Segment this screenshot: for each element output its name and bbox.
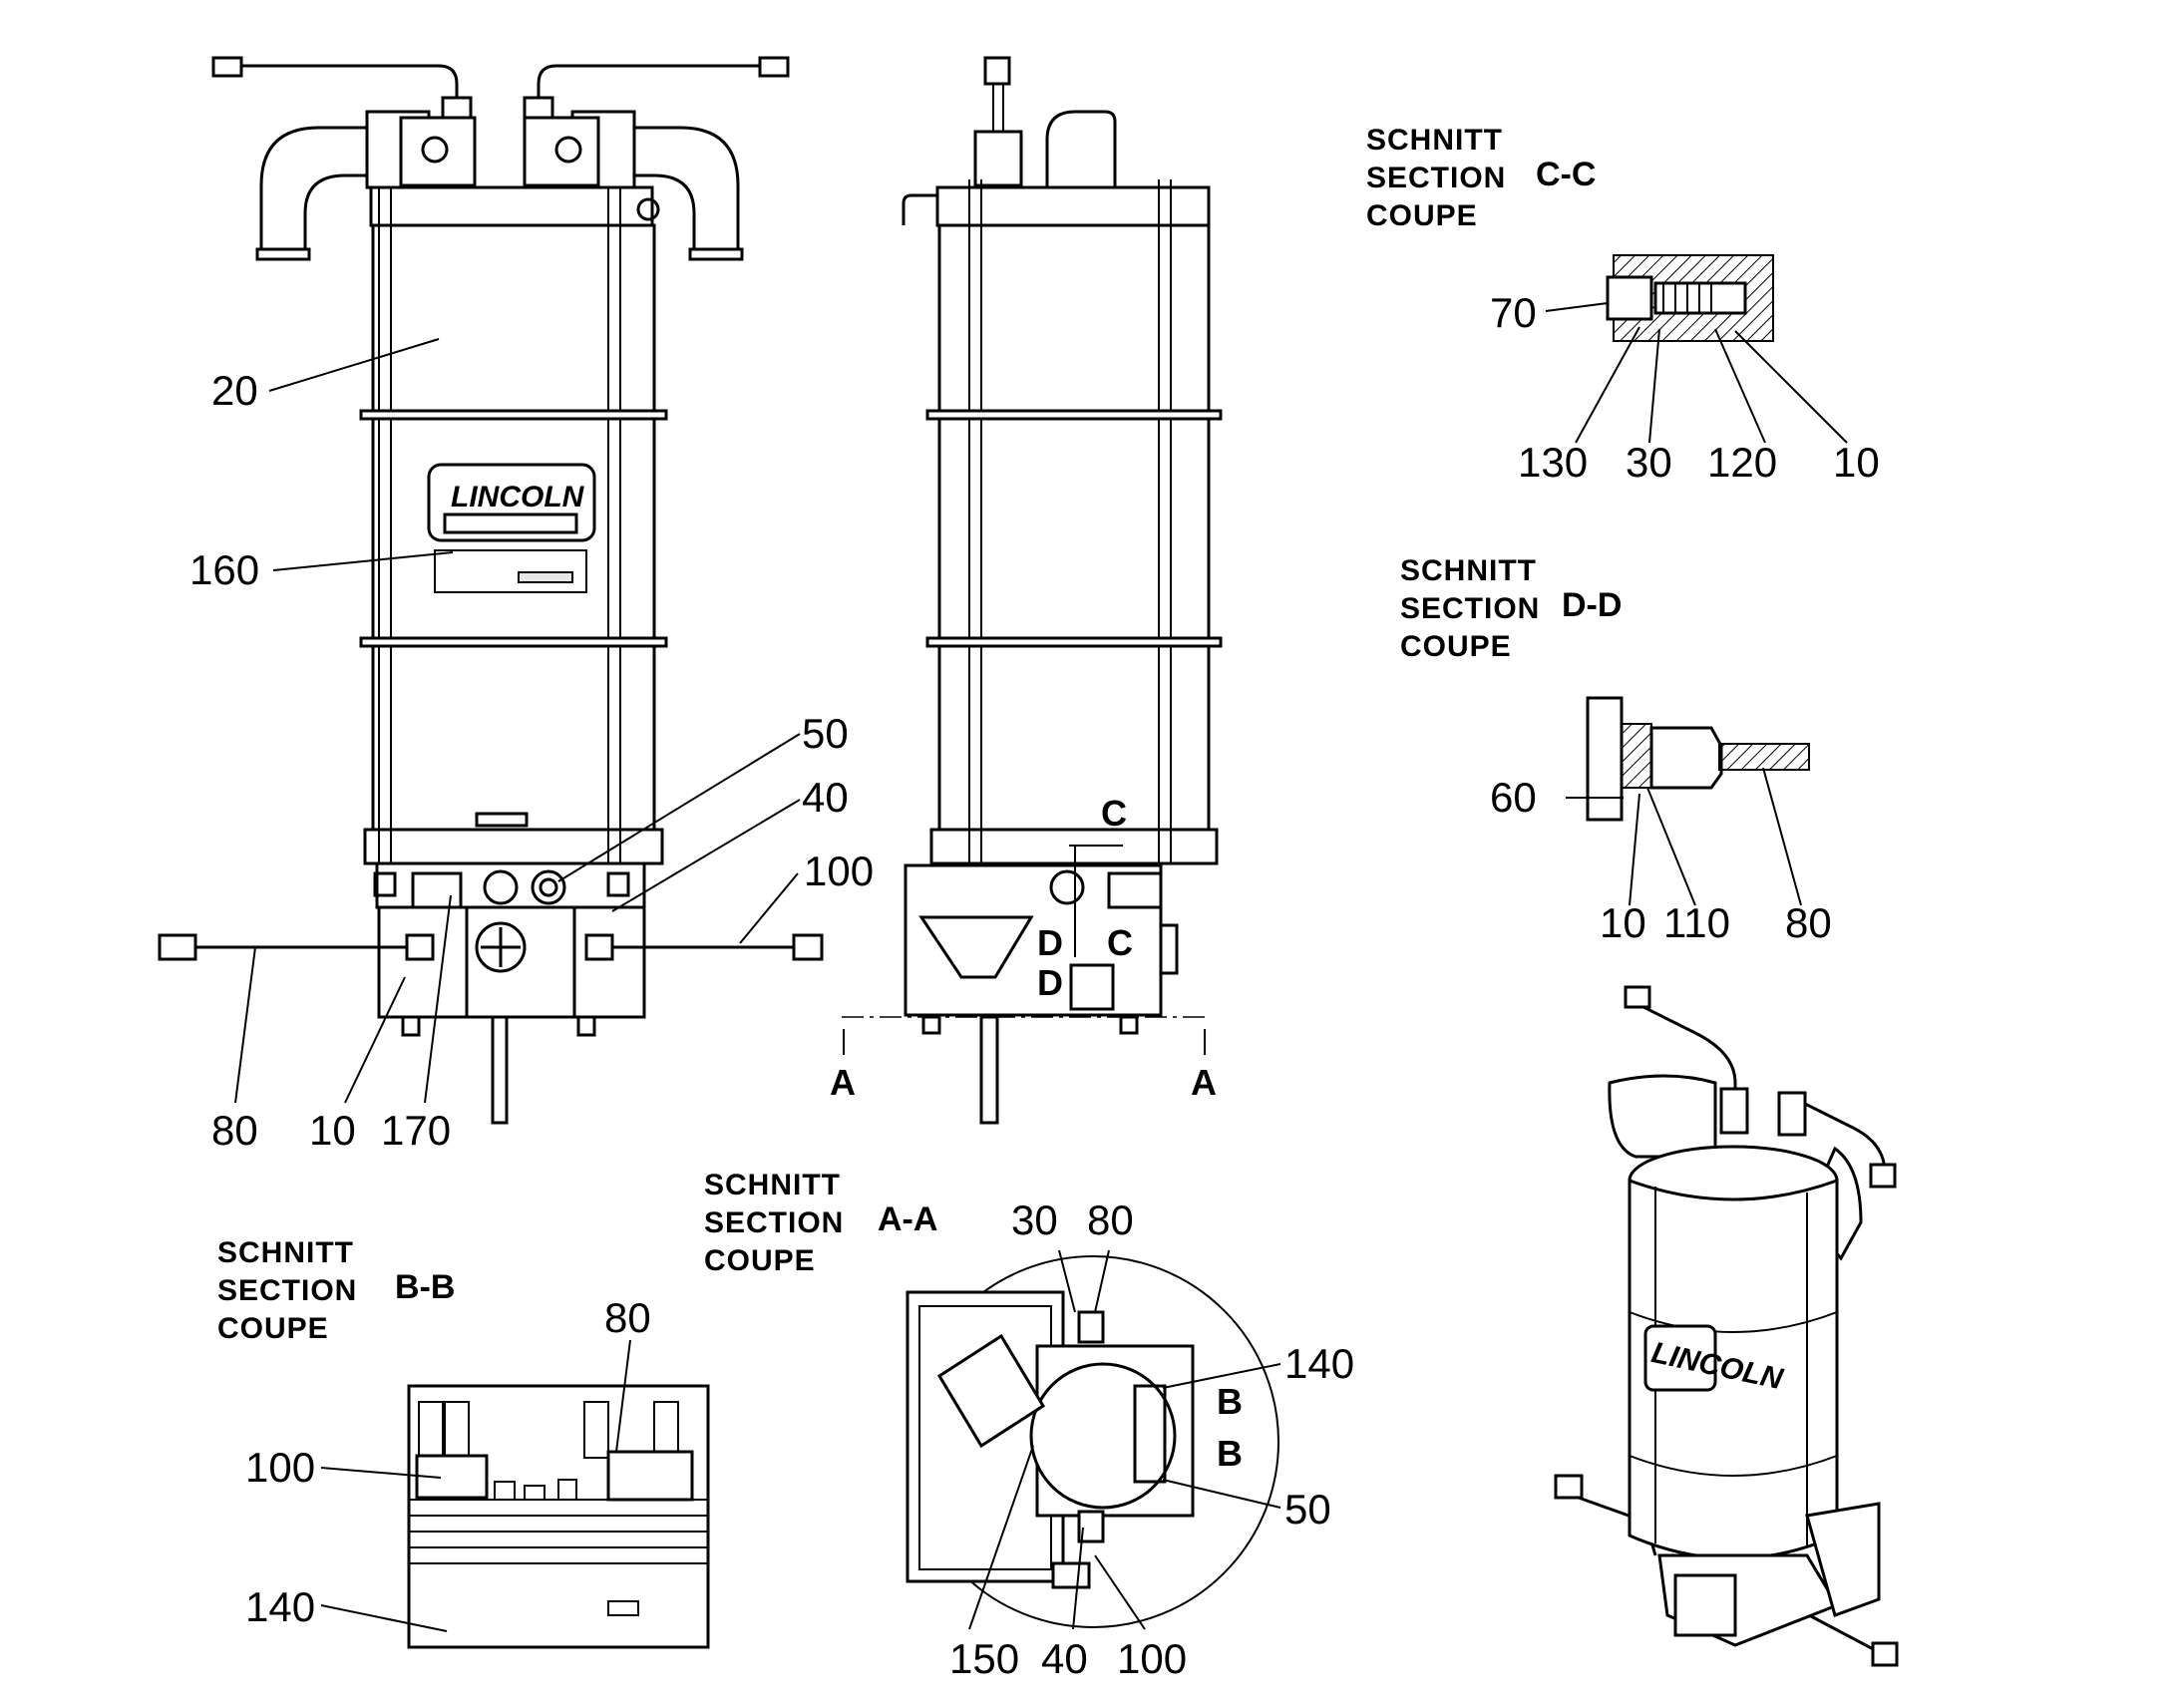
front-view: LINCOLN xyxy=(158,56,874,1154)
cc-callout: 10 xyxy=(1833,439,1880,486)
front-logo-text: LINCOLN xyxy=(451,481,585,513)
cut-label-c: C xyxy=(1107,922,1133,963)
cut-label-a: A xyxy=(830,1062,856,1103)
aa-callout: 50 xyxy=(1284,1486,1331,1533)
aa-callout: 100 xyxy=(1117,1635,1187,1682)
section-cc-title-line: SCHNITT xyxy=(1366,124,1503,157)
dd-callout: 110 xyxy=(1663,899,1730,946)
front-callout: 50 xyxy=(802,710,849,757)
cc-callout: 70 xyxy=(1490,289,1537,336)
section-aa-title-line: COUPE xyxy=(704,1244,816,1277)
isometric-view: LINCOLN xyxy=(1554,985,1899,1667)
aa-callout: 40 xyxy=(1041,1635,1088,1682)
dd-callout: 80 xyxy=(1785,899,1832,946)
section-bb: SCHNITT SECTION COUPE B-B 80 100 140 xyxy=(217,1236,710,1649)
section-dd-id: D-D xyxy=(1562,586,1622,624)
bb-callout: 100 xyxy=(245,1444,315,1491)
side-view: C C D D A A xyxy=(830,56,1223,1125)
aa-callout: 30 xyxy=(1011,1196,1058,1243)
section-aa-title-line: SCHNITT xyxy=(704,1169,841,1201)
section-dd-title-line: SECTION xyxy=(1400,592,1540,625)
section-bb-title-line: SCHNITT xyxy=(217,1236,354,1269)
front-callout: 80 xyxy=(211,1107,258,1154)
front-callout: 40 xyxy=(802,774,849,821)
front-callout: 100 xyxy=(804,848,874,894)
cut-label-d: D xyxy=(1037,922,1063,963)
cut-label-d: D xyxy=(1037,962,1063,1003)
section-bb-title-line: SECTION xyxy=(217,1274,357,1307)
section-bb-title-line: COUPE xyxy=(217,1312,329,1345)
cc-callout: 30 xyxy=(1626,439,1672,486)
front-callout: 20 xyxy=(211,367,258,414)
aa-callout: 140 xyxy=(1284,1340,1354,1387)
dd-callout: 60 xyxy=(1490,774,1537,821)
dd-callout: 10 xyxy=(1600,899,1646,946)
section-aa-id: A-A xyxy=(878,1200,937,1238)
section-aa: SCHNITT SECTION COUPE A-A B B 30 80 140 … xyxy=(704,1169,1354,1682)
section-bb-id: B-B xyxy=(395,1268,455,1306)
cut-label-b: B xyxy=(1217,1433,1243,1474)
cut-label-c: C xyxy=(1101,793,1127,834)
front-callout: 10 xyxy=(309,1107,356,1154)
cc-callout: 130 xyxy=(1518,439,1588,486)
front-callout: 170 xyxy=(381,1107,451,1154)
section-dd-title-line: COUPE xyxy=(1400,630,1512,663)
bb-callout: 80 xyxy=(604,1294,651,1341)
section-cc: SCHNITT SECTION COUPE C-C 70 130 30 120 … xyxy=(1366,124,1880,486)
cc-callout: 120 xyxy=(1707,439,1777,486)
aa-callout: 80 xyxy=(1087,1196,1134,1243)
section-cc-id: C-C xyxy=(1536,156,1596,193)
bb-callout: 140 xyxy=(245,1583,315,1630)
section-dd: SCHNITT SECTION COUPE D-D 60 10 110 80 xyxy=(1400,554,1832,946)
section-dd-title-line: SCHNITT xyxy=(1400,554,1537,587)
cut-label-a: A xyxy=(1191,1062,1217,1103)
front-callout: 160 xyxy=(189,546,259,593)
section-aa-title-line: SECTION xyxy=(704,1206,844,1239)
section-cc-title-line: SECTION xyxy=(1366,162,1506,194)
cut-label-b: B xyxy=(1217,1381,1243,1422)
section-cc-title-line: COUPE xyxy=(1366,199,1478,232)
aa-callout: 150 xyxy=(949,1635,1019,1682)
